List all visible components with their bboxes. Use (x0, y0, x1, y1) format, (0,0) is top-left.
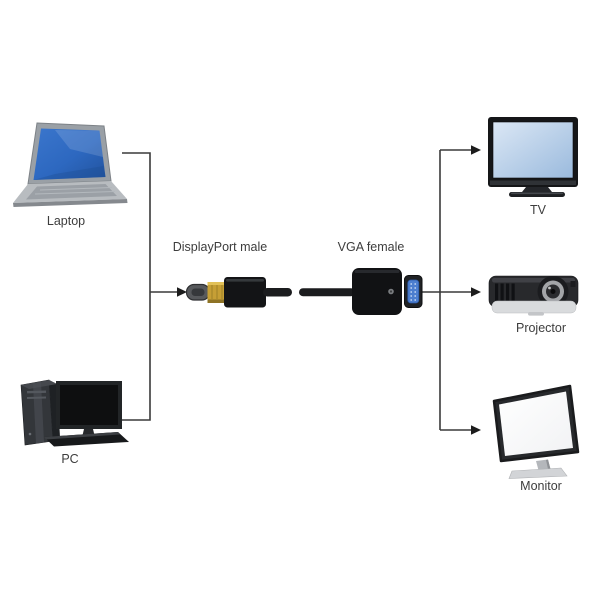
monitor-label: Monitor (520, 479, 562, 493)
adapter-cable-left (263, 288, 292, 297)
source-bus-line (118, 152, 151, 421)
arrowhead-to-monitor (471, 425, 481, 435)
vga-female-label: VGA female (338, 240, 405, 254)
vga-female-connector-icon (352, 268, 423, 315)
laptop-label: Laptop (47, 214, 85, 228)
dp-vga-adapter-icon (185, 268, 423, 315)
pc-icon (20, 379, 129, 447)
tv-label: TV (530, 203, 547, 217)
pc-label: PC (61, 452, 78, 466)
adapter-cable-right (299, 288, 355, 297)
monitor-icon (492, 384, 580, 479)
connection-lines (118, 149, 471, 431)
projector-label: Projector (516, 321, 566, 335)
arrowhead-to-tv (471, 145, 481, 155)
displayport-male-connector-icon (185, 277, 266, 308)
arrowhead-to-adapter (177, 287, 187, 297)
tv-icon (488, 117, 578, 197)
arrowhead-to-projector (471, 287, 481, 297)
arrowheads (177, 145, 481, 435)
laptop-icon (13, 122, 128, 207)
displayport-male-label: DisplayPort male (173, 240, 268, 254)
projector-icon (488, 275, 579, 316)
